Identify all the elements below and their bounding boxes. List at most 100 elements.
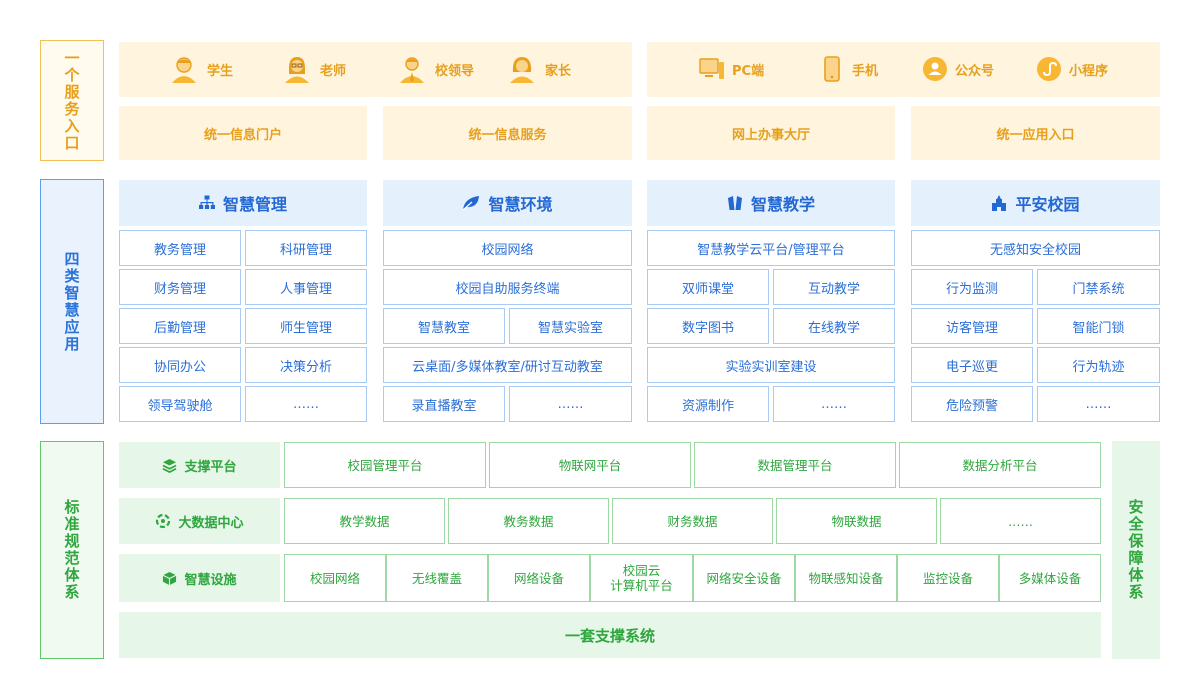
facility-cell[interactable]: 多媒体设备: [999, 554, 1101, 602]
app-cell[interactable]: ……: [245, 386, 367, 422]
facility-cell[interactable]: 网络设备: [488, 554, 590, 602]
column-title: 智慧教学: [750, 195, 815, 214]
support-platform-cell[interactable]: 数据分析平台: [899, 442, 1101, 488]
app-cell[interactable]: 无感知安全校园: [911, 230, 1160, 266]
device-mini-program[interactable]: 小程序: [1036, 56, 1108, 82]
app-cell[interactable]: 双师课堂: [647, 269, 769, 305]
app-cell[interactable]: 校园自助服务终端: [383, 269, 632, 305]
app-cell[interactable]: 资源制作: [647, 386, 769, 422]
portal-box[interactable]: 统一信息门户: [119, 106, 367, 160]
app-cell[interactable]: 后勤管理: [119, 308, 241, 344]
device-label: PC端: [732, 63, 765, 79]
big-data-cell[interactable]: 财务数据: [612, 498, 773, 544]
big-data-cell[interactable]: 教学数据: [284, 498, 445, 544]
app-cell[interactable]: ……: [773, 386, 895, 422]
app-cell[interactable]: 智能门锁: [1037, 308, 1160, 344]
big-data-cell[interactable]: 物联数据: [776, 498, 937, 544]
column-title: 平安校园: [1015, 195, 1080, 214]
facility-cell[interactable]: 校园网络: [284, 554, 386, 602]
vertical-char: 系: [64, 583, 80, 601]
vertical-char: 安: [1128, 498, 1144, 516]
app-cell[interactable]: 行为监测: [911, 269, 1033, 305]
column-header-smart-teaching[interactable]: 智慧教学: [647, 180, 895, 226]
app-cell[interactable]: 实验实训室建设: [647, 347, 895, 383]
app-cell[interactable]: 师生管理: [245, 308, 367, 344]
teacher-icon: [285, 57, 309, 83]
role-label: 校领导: [435, 63, 475, 79]
app-cell[interactable]: 数字图书: [647, 308, 769, 344]
facility-cell[interactable]: 无线覆盖: [386, 554, 488, 602]
column-title: 智慧管理: [222, 195, 287, 214]
official-account-icon: [923, 57, 947, 81]
app-cell[interactable]: 人事管理: [245, 269, 367, 305]
column-header-smart-management[interactable]: 智慧管理: [119, 180, 367, 226]
big-data-cell[interactable]: 教务数据: [448, 498, 609, 544]
device-label: 小程序: [1069, 63, 1109, 79]
row-label-big-data-center[interactable]: 大数据中心: [119, 498, 280, 544]
portal-box[interactable]: 统一应用入口: [911, 106, 1160, 160]
facility-cell[interactable]: 物联感知设备: [795, 554, 897, 602]
support-platform-cell[interactable]: 物联网平台: [489, 442, 691, 488]
device-phone[interactable]: 手机: [819, 56, 878, 82]
app-cell[interactable]: 行为轨迹: [1037, 347, 1160, 383]
vertical-char: 入: [64, 116, 80, 135]
app-cell[interactable]: 危险预警: [911, 386, 1033, 422]
org-chart-icon: [198, 195, 215, 209]
vertical-char: 体: [64, 566, 80, 584]
role-school-leader[interactable]: 校领导: [397, 54, 474, 84]
standards-label: 标准规范体系: [40, 441, 104, 659]
app-cell[interactable]: 互动教学: [773, 269, 895, 305]
support-platform-cell[interactable]: 数据管理平台: [694, 442, 896, 488]
support-platform-cell[interactable]: 校园管理平台: [284, 442, 486, 488]
app-cell[interactable]: 财务管理: [119, 269, 241, 305]
app-cell[interactable]: ……: [509, 386, 632, 422]
column-header-smart-environment[interactable]: 智慧环境: [383, 180, 632, 226]
portal-box[interactable]: 网上办事大厅: [647, 106, 895, 160]
app-cell[interactable]: 云桌面/多媒体教室/研讨互动教室: [383, 347, 632, 383]
app-cell[interactable]: 决策分析: [245, 347, 367, 383]
pc-icon: [699, 58, 724, 79]
app-cell[interactable]: ……: [1037, 386, 1160, 422]
vertical-char: 准: [64, 515, 80, 533]
vertical-char: 智: [64, 283, 80, 302]
app-cell[interactable]: 电子巡更: [911, 347, 1033, 383]
row-label-smart-facilities[interactable]: 智慧设施: [119, 554, 280, 602]
app-cell[interactable]: 科研管理: [245, 230, 367, 266]
row-label-support-platform[interactable]: 支撑平台: [119, 442, 280, 488]
app-cell[interactable]: 教务管理: [119, 230, 241, 266]
app-cell[interactable]: 访客管理: [911, 308, 1033, 344]
big-data-cell[interactable]: ……: [940, 498, 1101, 544]
layers-icon: [163, 458, 177, 473]
facility-cell[interactable]: 校园云 计算机平台: [590, 554, 693, 602]
smart-apps-label: 四类智慧应用: [40, 179, 104, 424]
leaf-icon: [463, 196, 480, 211]
app-cell[interactable]: 智慧教学云平台/管理平台: [647, 230, 895, 266]
device-label: 公众号: [955, 63, 995, 79]
row-label: 支撑平台: [184, 459, 237, 475]
app-cell[interactable]: 领导驾驶舱: [119, 386, 241, 422]
app-cell[interactable]: 在线教学: [773, 308, 895, 344]
device-pc[interactable]: PC端: [699, 56, 764, 82]
app-cell[interactable]: 录直播教室: [383, 386, 505, 422]
facility-cell[interactable]: 监控设备: [897, 554, 999, 602]
column-header-campus-safety[interactable]: 平安校园: [911, 180, 1160, 226]
vertical-char: 口: [64, 133, 80, 152]
campus-safety-icon: [992, 195, 1007, 211]
app-cell[interactable]: 智慧教室: [383, 308, 505, 344]
portal-box[interactable]: 统一信息服务: [383, 106, 632, 160]
app-cell[interactable]: 门禁系统: [1037, 269, 1160, 305]
app-cell[interactable]: 智慧实验室: [509, 308, 632, 344]
app-cell[interactable]: 校园网络: [383, 230, 632, 266]
vertical-char: 标: [64, 498, 80, 516]
role-teacher[interactable]: 老师: [282, 54, 346, 84]
role-label: 老师: [320, 63, 347, 79]
facility-cell[interactable]: 网络安全设备: [693, 554, 795, 602]
vertical-char: 四: [64, 249, 80, 268]
vertical-char: 体: [1128, 566, 1144, 584]
role-student[interactable]: 学生: [169, 54, 233, 84]
app-cell[interactable]: 协同办公: [119, 347, 241, 383]
phone-icon: [824, 56, 840, 82]
device-official-account[interactable]: 公众号: [922, 56, 994, 82]
vertical-char: 规: [64, 532, 80, 550]
role-parent[interactable]: 家长: [507, 54, 571, 84]
